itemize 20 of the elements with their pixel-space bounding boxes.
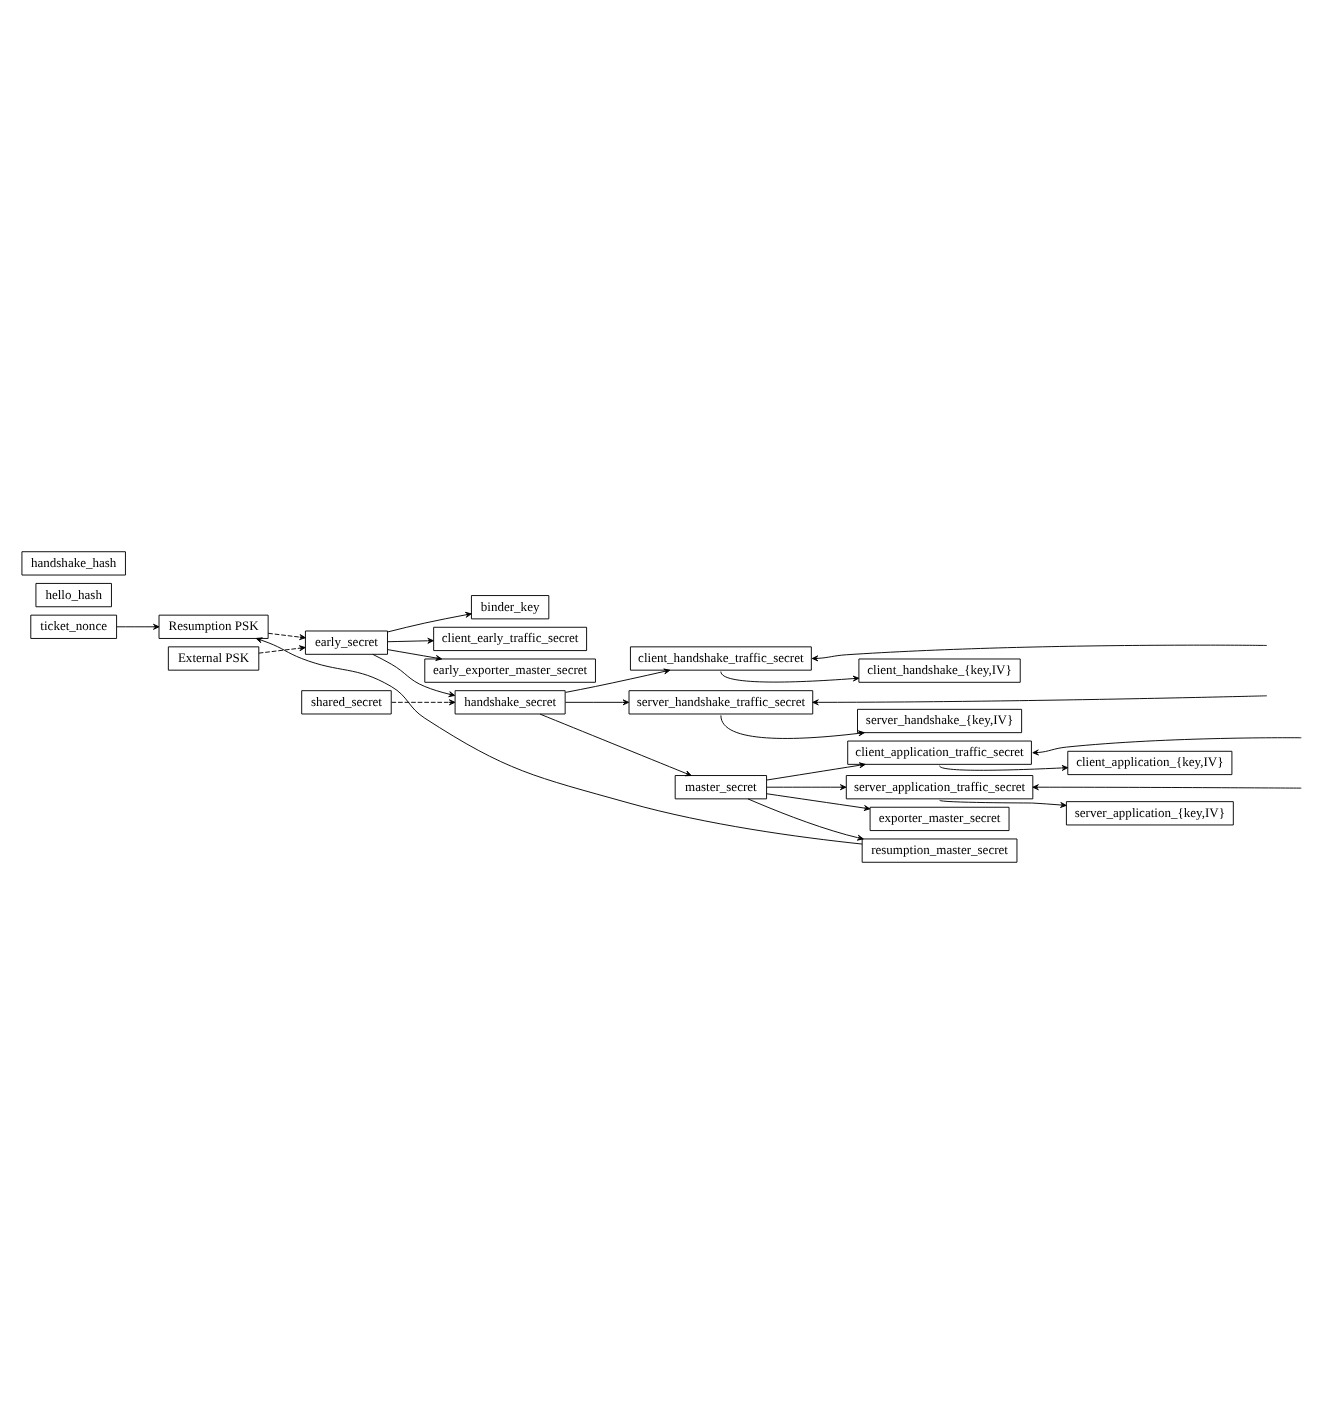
arrow [267,631,306,640]
arrow [255,636,863,844]
arrow [720,670,860,682]
arrow [258,644,306,653]
arrow [720,713,865,738]
arrow [387,610,472,632]
arrow [747,797,864,840]
arrow [766,792,871,810]
arrow [372,652,456,697]
arrow [939,798,1067,807]
arrow [387,636,434,643]
arrow [766,761,866,780]
arrow [387,648,443,660]
arrow [116,622,160,629]
arrow [939,763,1069,770]
arrow [539,712,692,776]
arrow [564,698,630,705]
arrow [766,783,847,790]
arrow [565,667,671,692]
arrow [391,698,456,705]
